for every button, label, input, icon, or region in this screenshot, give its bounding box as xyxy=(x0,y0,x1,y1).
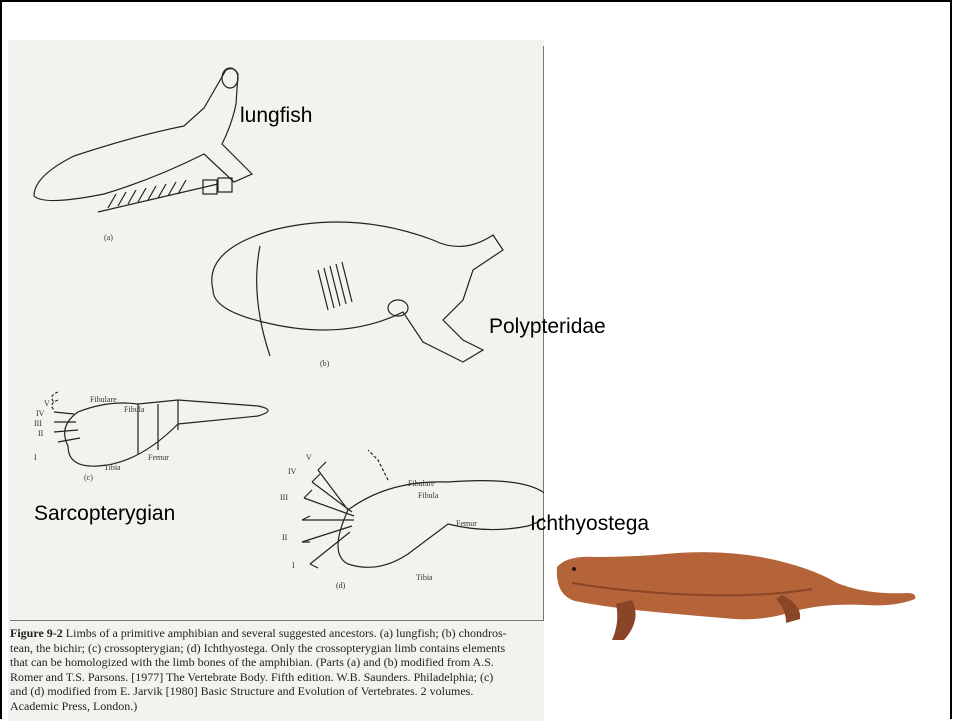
bichir-fin-drawing xyxy=(212,222,503,362)
bone-label-c-v: V xyxy=(44,399,50,408)
bone-label-d-fibula: Fibula xyxy=(418,491,439,500)
bone-label-c-femur: Femur xyxy=(148,453,169,462)
bone-label-d-tibia: Tibia xyxy=(416,573,433,582)
figure-letter-d: (d) xyxy=(336,581,346,590)
bone-label-d-v: V xyxy=(306,453,312,462)
bone-label-d-iv: IV xyxy=(288,467,297,476)
bone-label-c-tibia: Tibia xyxy=(104,463,121,472)
bone-label-c-fibula: Fibula xyxy=(124,405,145,414)
bone-label-d-femur: Femur xyxy=(456,519,477,528)
bone-label-c-ii: II xyxy=(38,429,44,438)
ichthyostega-illustration xyxy=(552,545,922,645)
label-polypteridae: Polypteridae xyxy=(489,315,606,339)
lungfish-fin-drawing xyxy=(34,68,252,212)
bone-label-c-iii: III xyxy=(34,419,42,428)
figure-letter-a: (a) xyxy=(104,233,113,242)
bone-label-d-fibulare: Fibulare xyxy=(408,479,435,488)
ichthyostega-limb-drawing xyxy=(302,450,544,568)
caption-line-2: tean, the bichir; (c) crossopterygian; (… xyxy=(10,641,505,655)
bone-label-c-iv: IV xyxy=(36,409,45,418)
label-sarcopterygian: Sarcopterygian xyxy=(34,502,175,526)
animal-body xyxy=(557,552,916,619)
figure-letter-c: (c) xyxy=(84,473,93,482)
label-lungfish: lungfish xyxy=(240,104,312,128)
caption-line-3: that can be homologized with the limb bo… xyxy=(10,655,494,669)
caption-line-1: Limbs of a primitive amphibian and sever… xyxy=(66,626,507,640)
label-ichthyostega: Ichthyostega xyxy=(530,512,649,536)
bone-label-c-i: I xyxy=(34,453,37,462)
caption-figure-number: Figure 9-2 xyxy=(10,626,63,640)
figure-caption: Figure 9-2 Limbs of a primitive amphibia… xyxy=(10,626,550,713)
caption-line-4: Romer and T.S. Parsons. [1977] The Verte… xyxy=(10,670,493,684)
figure-letter-b: (b) xyxy=(320,359,330,368)
caption-line-5: and (d) modified from E. Jarvik [1980] B… xyxy=(10,684,473,698)
bone-label-d-ii: II xyxy=(282,533,288,542)
animal-eye xyxy=(572,567,576,571)
bone-label-d-i: I xyxy=(292,561,295,570)
caption-line-6: Academic Press, London.) xyxy=(10,699,137,713)
bone-label-d-iii: III xyxy=(280,493,288,502)
bone-label-c-fibulare: Fibulare xyxy=(90,395,117,404)
